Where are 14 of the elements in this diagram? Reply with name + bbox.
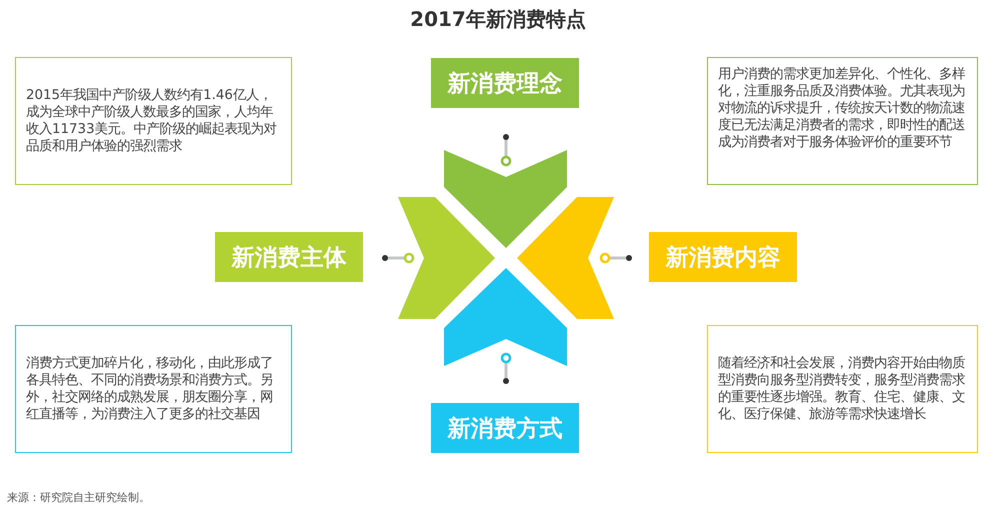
category-label: 新消费方式 <box>431 403 579 453</box>
source-note: 来源：研究院自主研究绘制。 <box>7 490 150 505</box>
text-card <box>15 57 292 185</box>
description-text: 消费方式更加碎片化，移动化，由此形成了各具特色、不同的消费场景和消费方式。另外，社交网络的成熟发展，朋友圈分享，网红直播等，为消费注入了更多的社交基因 <box>26 355 274 423</box>
category-label: 新消费主体 <box>215 232 363 282</box>
description-text: 2015年我国中产阶级人数约有1.46亿人，成为全球中产阶级人数最多的国家，人均年收入11733美元。中产阶级的崛起表现为对品质和用户体验的强烈需求 <box>26 87 278 155</box>
text-card <box>707 57 978 185</box>
text-card <box>707 325 978 453</box>
description-text: 用户消费的需求更加差异化、个性化、多样化，注重服务品质及消费体验。尤其表现为对物流的诉求提升，传统按天计数的物流速度已无法满足消费者的需求，即时性的配送成为消费者对于服务体验评价的重要环节 <box>718 66 966 151</box>
text-card <box>15 325 292 453</box>
diagram-title: 2017年新消费特点 <box>409 6 587 33</box>
category-label: 新消费理念 <box>431 58 579 108</box>
category-label: 新消费内容 <box>649 232 797 282</box>
description-text: 随着经济和社会发展，消费内容开始由物质型消费向服务型消费转变，服务型消费需求的重要性逐步增强。教育、住宅、健康、文化、医疗保健、旅游等需求快速增长 <box>718 355 966 423</box>
